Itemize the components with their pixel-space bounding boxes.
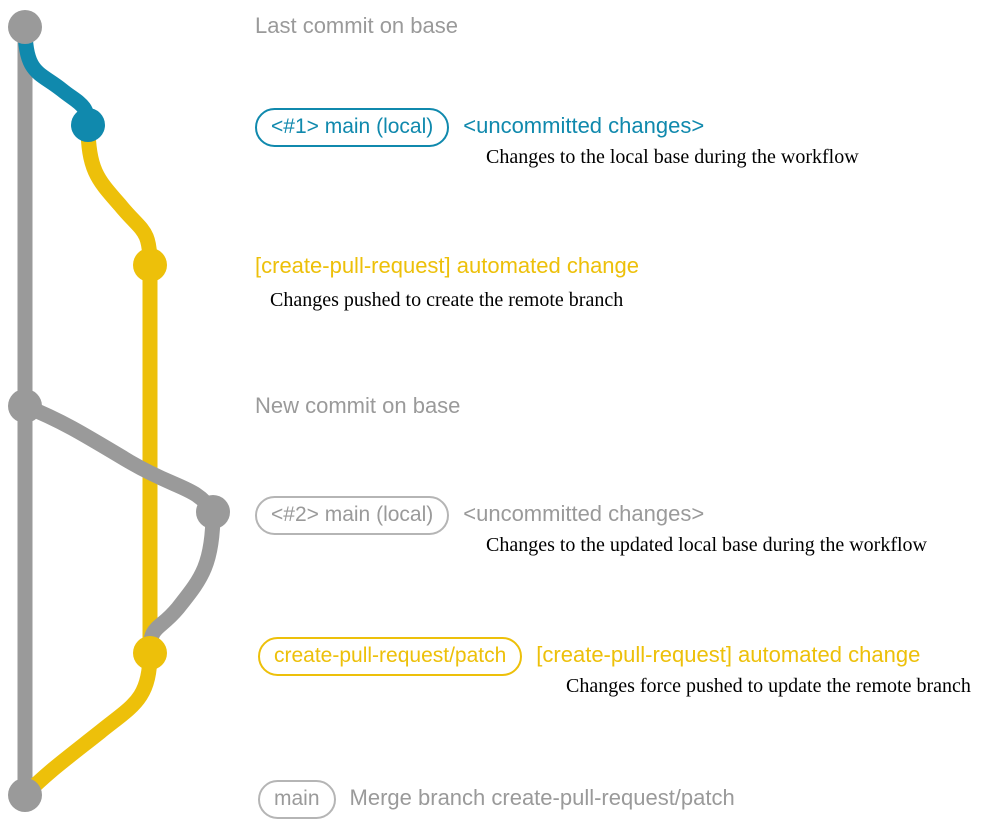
commit-note-automated-change-1: Changes pushed to create the remote bran… — [270, 289, 624, 311]
commit-row-new-commit-on-base: New commit on base — [255, 393, 460, 419]
commit-row-main-local-1: <#1> main (local) <uncommitted changes> — [255, 108, 704, 147]
commit-subject: <uncommitted changes> — [463, 113, 705, 138]
commit-node-merge-commit[interactable] — [8, 778, 42, 812]
edge-patch-2-to-merge — [17, 645, 158, 803]
commit-node-automated-change-1[interactable] — [133, 248, 167, 282]
commit-node-automated-change-2[interactable] — [133, 636, 167, 670]
commit-node-main-local-2[interactable] — [196, 495, 230, 529]
commit-note-automated-change-2: Changes force pushed to update the remot… — [566, 675, 971, 697]
edge-base-to-main-local-2 — [17, 398, 221, 520]
commit-row-automated-change-1: [create-pull-request] automated change — [255, 253, 639, 279]
commit-node-new-commit-on-base[interactable] — [8, 389, 42, 423]
commit-row-merge-commit: main Merge branch create-pull-request/pa… — [258, 780, 735, 819]
commit-row-last-commit-on-base: Last commit on base — [255, 13, 458, 39]
commit-row-main-local-2: <#2> main (local) <uncommitted changes> — [255, 496, 704, 535]
commit-subject: Last commit on base — [255, 13, 458, 38]
edge-base-to-main-local-1 — [17, 19, 96, 133]
commit-subject: <uncommitted changes> — [463, 501, 705, 526]
commit-note-main-local-1: Changes to the local base during the wor… — [486, 146, 859, 168]
commit-node-last-commit-on-base[interactable] — [8, 10, 42, 44]
commit-row-automated-change-2: create-pull-request/patch [create-pull-r… — [258, 637, 920, 676]
commit-subject: New commit on base — [255, 393, 461, 418]
commit-subject: [create-pull-request] automated change — [255, 253, 640, 278]
commit-note-main-local-2: Changes to the updated local base during… — [486, 534, 927, 556]
commit-subject: [create-pull-request] automated change — [536, 642, 921, 667]
ref-pill-main-local-1[interactable]: <#1> main (local) — [255, 108, 450, 147]
commit-subject: Merge branch create-pull-request/patch — [349, 785, 735, 810]
edge-main-local-1-to-patch-1 — [80, 117, 158, 273]
commit-node-main-local-1[interactable] — [71, 108, 105, 142]
ref-pill-main-local-2[interactable]: <#2> main (local) — [255, 496, 450, 535]
ref-pill-create-pull-request-patch[interactable]: create-pull-request/patch — [258, 637, 523, 676]
ref-pill-main[interactable]: main — [258, 780, 336, 819]
edge-main-local-2-to-patch-2 — [142, 504, 221, 661]
